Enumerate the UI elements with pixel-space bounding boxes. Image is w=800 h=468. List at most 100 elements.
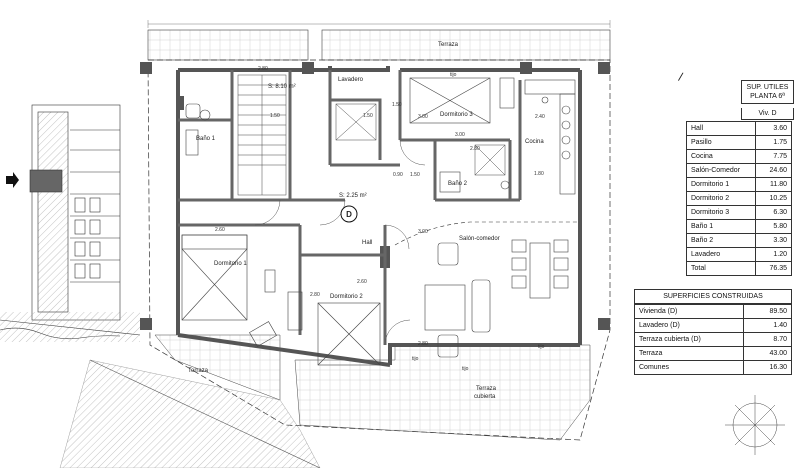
dimension-label: 1.50 <box>410 172 420 178</box>
row-value: 1.20 <box>755 247 792 262</box>
upper-terrace-left <box>147 29 309 61</box>
dimension-label: 0.90 <box>393 172 403 178</box>
util-table-subheader: Viv. D <box>741 108 794 120</box>
constructed-surfaces: SUPERFICIES CONSTRUIDAS Vivienda (D)89.5… <box>634 289 792 375</box>
table-row: Terraza cubierta (D)8.70 <box>634 332 792 347</box>
room-label: Salón-comedor <box>459 236 500 242</box>
dimension-label: 1.50 <box>270 113 280 119</box>
vent-label: tijo <box>450 72 457 78</box>
row-label: Cocina <box>686 149 756 164</box>
row-label: Vivienda (D) <box>634 304 744 319</box>
dimension-label: 2.60 <box>357 279 367 285</box>
lower-terrace-right <box>294 344 591 441</box>
terrain-outline <box>89 359 321 468</box>
row-value: 6.30 <box>755 205 792 220</box>
interior-walls <box>178 70 522 345</box>
room-label: Baño 1 <box>196 136 216 142</box>
row-label: Total <box>686 261 756 276</box>
row-label: Terraza <box>634 346 744 361</box>
salon-boundary <box>394 221 580 246</box>
constructed-surfaces-table: Vivienda (D)89.50 Lavadero (D)1.40 Terra… <box>634 304 792 375</box>
area-label: S: 8.10 m² <box>268 84 296 90</box>
row-value: 89.50 <box>743 304 792 319</box>
dimension-label: 1.80 <box>534 171 544 177</box>
unit-marker: D <box>346 210 352 219</box>
room-label: Cocina <box>525 139 544 145</box>
stair-shaft <box>237 74 506 196</box>
dimension-label: 3.00 <box>418 229 428 235</box>
row-label: Salón-Comedor <box>686 163 756 178</box>
util-header-line1: SUP. UTILES <box>746 84 789 91</box>
room-label: Terraza <box>438 42 459 48</box>
table-row: Lavadero (D)1.40 <box>634 318 792 333</box>
room-label: Baño 2 <box>448 181 468 187</box>
row-value: 1.40 <box>743 318 792 333</box>
dimension-label: 1.50 <box>392 102 402 108</box>
dimension-label: 2.80 <box>470 146 480 152</box>
terrace-perimeter <box>147 59 611 441</box>
dimension-label: 1.50 <box>363 113 373 119</box>
building-elevation <box>0 104 141 342</box>
room-label: Lavadero <box>338 77 364 83</box>
upper-terrace-right <box>321 29 611 61</box>
vent-label: tijo <box>538 344 545 350</box>
row-value: 3.60 <box>755 121 792 136</box>
dimension-label: 2.80 <box>310 292 320 298</box>
area-label: S: 2.25 m² <box>339 193 367 199</box>
row-value: 8.70 <box>743 332 792 347</box>
vent-label: tijo <box>412 356 419 362</box>
row-label: Dormitorio 2 <box>686 191 756 206</box>
const-table-header: SUPERFICIES CONSTRUIDAS <box>634 289 792 304</box>
row-value: 16.30 <box>743 360 792 375</box>
exterior-walls <box>176 66 582 367</box>
row-label: Baño 1 <box>686 219 756 234</box>
room-label: Dormitorio 3 <box>440 112 473 118</box>
row-label: Lavadero (D) <box>634 318 744 333</box>
dimension-label: 3.00 <box>455 132 465 138</box>
row-label: Comunes <box>634 360 744 375</box>
room-label: Terraza <box>188 368 209 374</box>
room-label: cubierta <box>474 394 496 400</box>
row-label: Lavadero <box>686 247 756 262</box>
util-header-line2: PLANTA 6ª <box>750 93 785 100</box>
row-value: 11.80 <box>755 177 792 192</box>
dimension-label: 3.00 <box>418 114 428 120</box>
vent-label: tijo <box>462 366 469 372</box>
row-value: 10.25 <box>755 191 792 206</box>
row-value: 7.75 <box>755 149 792 164</box>
room-label: Terraza <box>476 386 497 392</box>
row-label: Dormitorio 3 <box>686 205 756 220</box>
row-label: Pasillo <box>686 135 756 150</box>
room-label: Hall <box>362 240 372 246</box>
row-value: 1.75 <box>755 135 792 150</box>
dimension-label: 2.60 <box>215 227 225 233</box>
unit-marker-circle <box>340 205 358 223</box>
row-value: 3.30 <box>755 233 792 248</box>
room-label: Dormitorio 1 <box>214 261 247 267</box>
top-dimension <box>147 20 611 28</box>
row-label: Dormitorio 1 <box>686 177 756 192</box>
arrow-icon <box>6 172 19 188</box>
columns <box>140 62 610 330</box>
furniture <box>181 77 576 366</box>
row-label: Hall <box>686 121 756 136</box>
dimension-label: 2.40 <box>535 114 545 120</box>
row-value: 43.00 <box>743 346 792 361</box>
dimension-label: 2.80 <box>418 341 428 347</box>
table-row: Vivienda (D)89.50 <box>634 304 792 319</box>
terrain-slope <box>59 359 321 468</box>
row-value: 76.35 <box>755 261 792 276</box>
